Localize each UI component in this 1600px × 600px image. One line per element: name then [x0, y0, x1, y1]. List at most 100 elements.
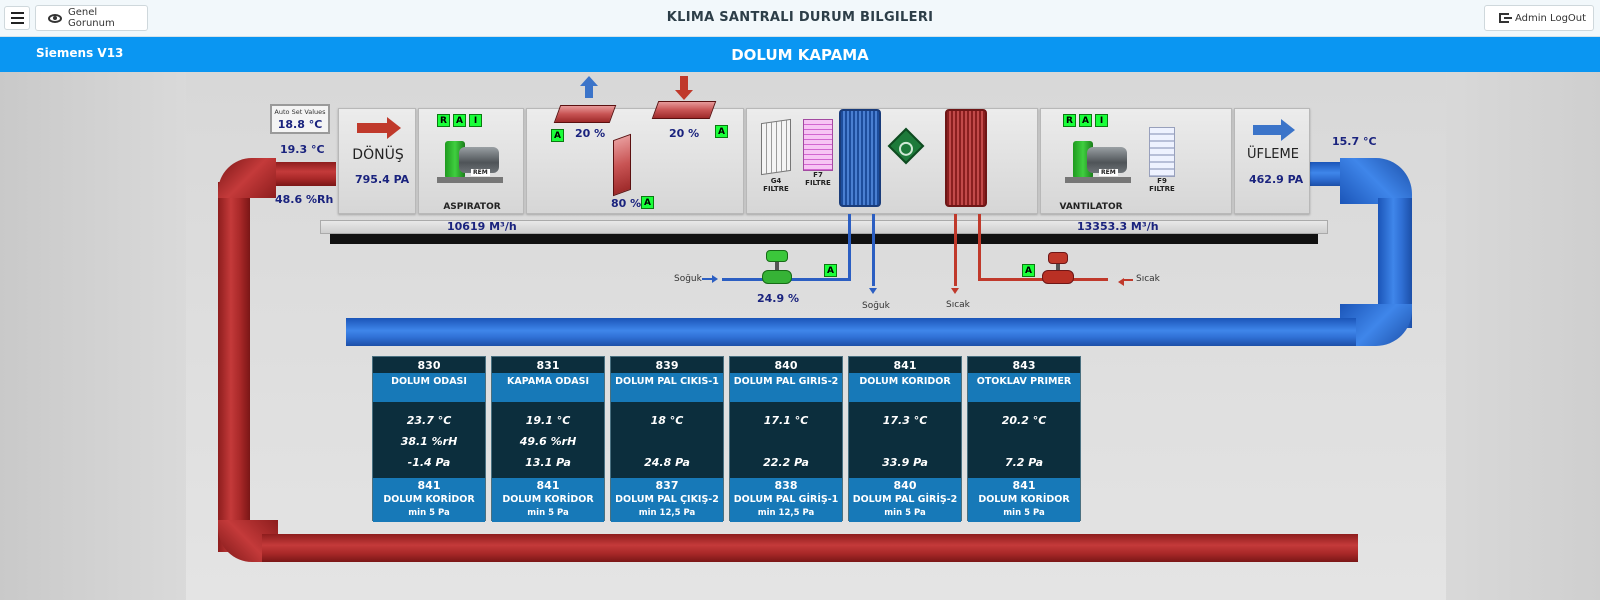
mix-damper-icon: [613, 133, 631, 197]
hot-outlet-label: Sıcak: [946, 300, 970, 310]
room-temp: 23.7 °C: [406, 414, 452, 427]
room-humidity: 38.1 %rH: [400, 435, 458, 448]
exhaust-air-arrow-icon: [585, 82, 593, 98]
room-humidity: 49.6 %rH: [519, 435, 577, 448]
overview-label: Genel Gorunum: [67, 7, 115, 29]
reference-min-pressure: min 5 Pa: [884, 508, 926, 518]
overview-button[interactable]: Genel Gorunum: [35, 5, 148, 31]
cold-outlet-arrow-icon: [869, 288, 877, 294]
exhaust-air-arrowhead-icon: [580, 76, 598, 86]
cold-outlet-label: Soğuk: [862, 301, 890, 311]
ahu-base-rail: [320, 220, 1328, 234]
room-name-band: [730, 373, 842, 402]
auto-set-box[interactable]: Auto Set Values 18.8 °C: [270, 104, 330, 134]
hamburger-icon: [10, 17, 24, 19]
return-module[interactable]: DÖNÜŞ 795.4 PA: [338, 108, 416, 214]
supply-arrowhead-icon: [1281, 119, 1295, 141]
room-name: DOLUM PAL GIRIS-2: [733, 376, 839, 387]
room-name-band: [373, 373, 485, 402]
room-card-831[interactable]: 831 KAPAMA ODASI 19.1 °C 49.6 %rH 13.1 P…: [491, 356, 605, 522]
eye-icon: [48, 13, 62, 23]
fresh-damper-value: 20 %: [669, 127, 700, 140]
menu-button[interactable]: [4, 6, 30, 30]
rai-a: A: [453, 114, 466, 127]
hot-inlet-arrow-icon: [1123, 279, 1133, 281]
return-pressure: 795.4 PA: [355, 173, 410, 186]
room-card-830[interactable]: 830 DOLUM ODASI 23.7 °C 38.1 %rH -1.4 Pa…: [372, 356, 486, 522]
auto-set-value: 18.8 °C: [277, 118, 323, 131]
top-bar: Genel Gorunum KLIMA SANTRALI DURUM BILGI…: [0, 0, 1600, 37]
cold-valve-icon[interactable]: [762, 250, 792, 286]
logout-button[interactable]: Admin LogOut: [1484, 5, 1594, 31]
reference-min-pressure: min 5 Pa: [408, 508, 450, 518]
room-card-840[interactable]: 840 DOLUM PAL GIRIS-2 17.1 °C 22.2 Pa 83…: [729, 356, 843, 522]
room-temp: 19.1 °C: [525, 414, 571, 427]
cold-return-pipe: [848, 214, 851, 280]
reference-min-pressure: min 5 Pa: [1003, 508, 1045, 518]
reference-min-pressure: min 12,5 Pa: [638, 508, 696, 518]
hamburger-icon: [10, 12, 24, 14]
hot-inlet-arrowhead-icon: [1118, 278, 1124, 286]
reference-room-name: DOLUM KORİDOR: [502, 494, 594, 505]
room-temp: 18 °C: [650, 414, 684, 427]
logout-icon: [1499, 13, 1512, 23]
room-card-843[interactable]: 843 OTOKLAV PRIMER 20.2 °C 7.2 Pa 841 DO…: [967, 356, 1081, 522]
damper-module[interactable]: A 20 % 20 % A 80 % A: [526, 101, 744, 214]
supply-flow: 13353.3 M³/h: [1077, 220, 1159, 233]
auto-set-title: Auto Set Values: [274, 108, 326, 116]
f7-filter-label: F7 FILTRE: [805, 171, 831, 187]
exhaust-fan-module[interactable]: R A I REM ASPIRATOR: [418, 108, 524, 214]
supply-module[interactable]: ÜFLEME 462.9 PA: [1234, 108, 1310, 214]
reference-min-pressure: min 5 Pa: [527, 508, 569, 518]
fresh-damper-auto: A: [715, 125, 728, 138]
return-flow: 10619 M³/h: [447, 220, 517, 233]
cold-inlet-label: Soğuk: [674, 274, 702, 284]
room-name: KAPAMA ODASI: [507, 376, 589, 387]
room-id: 843: [1012, 359, 1036, 372]
fresh-air-arrow-icon: [680, 76, 688, 92]
reference-room-name: DOLUM PAL GİRİŞ-1: [733, 494, 839, 505]
room-card-841[interactable]: 841 DOLUM KORIDOR 17.3 °C 33.9 Pa 840 DO…: [848, 356, 962, 522]
room-name: DOLUM ODASI: [391, 376, 467, 387]
hot-valve-icon[interactable]: [1042, 252, 1074, 286]
mode-bar: Siemens V13 DOLUM KAPAMA: [0, 37, 1600, 72]
return-duct-left: [218, 182, 250, 552]
filter-coil-module[interactable]: G4 FILTRE F7 FILTRE: [746, 108, 1038, 214]
exhaust-damper-value: 20 %: [575, 127, 606, 140]
g4-filter-label: G4 FILTRE: [763, 177, 789, 193]
reference-band: [849, 478, 961, 522]
exhaust-fan-label: ASPIRATOR: [443, 202, 501, 212]
room-name: OTOKLAV PRIMER: [976, 376, 1072, 387]
supply-pressure: 462.9 PA: [1249, 173, 1304, 186]
return-arrowhead-icon: [387, 117, 401, 139]
reference-room-name: DOLUM PAL GİRİŞ-2: [852, 494, 958, 505]
supply-fan-status: R A I: [1063, 114, 1108, 127]
room-id: 839: [655, 359, 679, 372]
room-pressure: -1.4 Pa: [407, 456, 451, 469]
reference-band: [611, 478, 723, 522]
supply-fan-label: VANTILATOR: [1059, 202, 1123, 212]
exhaust-fan-status: R A I: [437, 114, 482, 127]
plant-scene: Auto Set Values 18.8 °C 19.3 °C 48.6 %Rh…: [0, 72, 1600, 600]
cooling-coil-icon: [839, 109, 881, 207]
fresh-air-arrowhead-icon: [675, 90, 693, 100]
supply-temp: 15.7 °C: [1332, 135, 1377, 148]
supply-fan-module[interactable]: R A I REM F9 FILTRE VANTILATOR: [1040, 108, 1232, 214]
reference-room-name: DOLUM KORİDOR: [978, 494, 1070, 505]
reference-room-name: DOLUM PAL ÇIKIŞ-2: [615, 494, 719, 505]
room-pressure: 24.8 Pa: [644, 456, 690, 469]
room-id: 830: [417, 359, 441, 372]
supply-arrow-icon: [1253, 125, 1283, 135]
room-card-839[interactable]: 839 DOLUM PAL CIKIS-1 18 °C 24.8 Pa 837 …: [610, 356, 724, 522]
supply-label: ÜFLEME: [1247, 147, 1299, 162]
cold-supply-pipe: [872, 214, 875, 286]
cold-inlet-arrowhead-icon: [712, 275, 718, 283]
rai-r: R: [1063, 114, 1076, 127]
return-temp: 19.3 °C: [280, 143, 325, 156]
ahu-base-shadow: [330, 234, 1318, 244]
room-name: DOLUM KORIDOR: [859, 376, 951, 387]
hot-outlet-arrow-icon: [951, 288, 959, 294]
hot-return-pipe: [954, 214, 957, 286]
hot-valve-auto: A: [1022, 264, 1035, 277]
plc-brand: Siemens V13: [36, 46, 124, 60]
